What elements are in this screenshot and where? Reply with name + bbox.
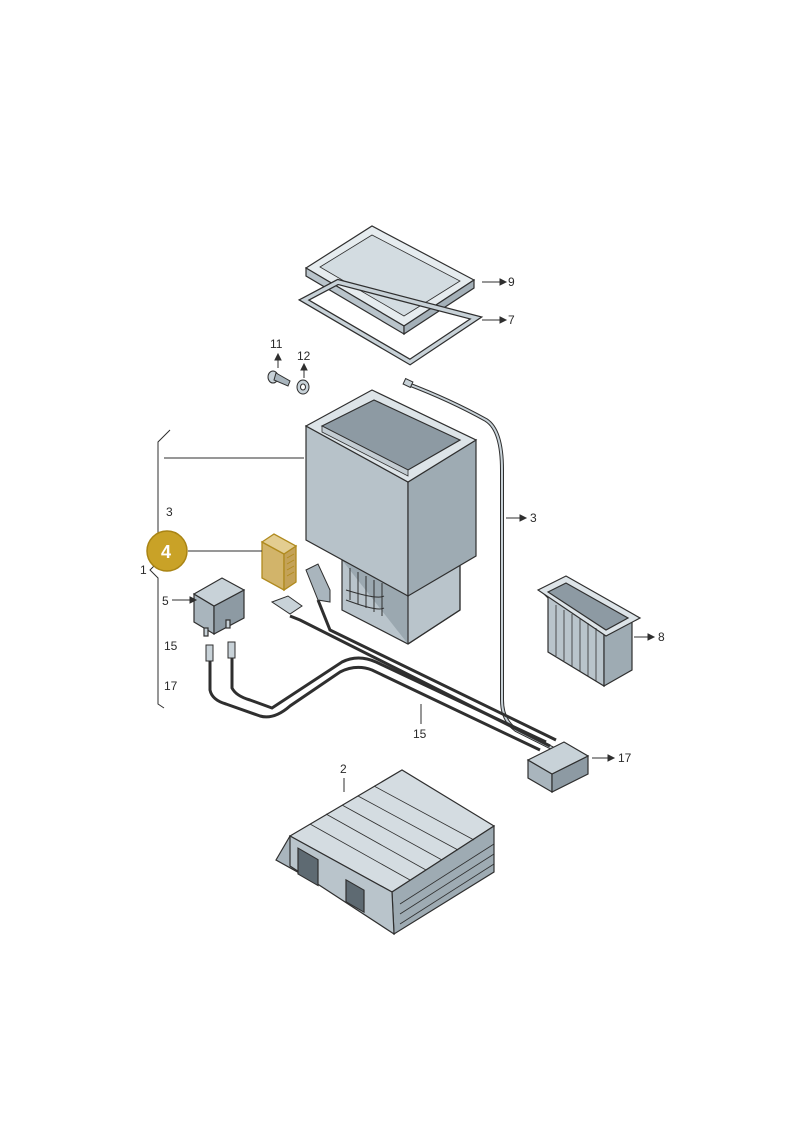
callout-17-right: 17 (618, 751, 632, 765)
callout-15-bottom: 15 (413, 727, 427, 741)
callout-17-left: 17 (164, 679, 178, 693)
callout-7: 7 (508, 313, 515, 327)
part-insert[interactable] (536, 575, 642, 688)
callout-5: 5 (162, 594, 169, 608)
part-cooling-box[interactable] (304, 389, 478, 645)
wiring-harness (208, 599, 557, 752)
part-relay[interactable] (192, 577, 246, 637)
part-screw[interactable] (267, 370, 291, 387)
callout-11: 11 (270, 337, 283, 351)
callout-12: 12 (297, 349, 311, 363)
part-control-module[interactable] (260, 533, 298, 592)
callout-1: 1 (140, 563, 147, 577)
part-converter[interactable] (275, 769, 496, 936)
leader-lines (149, 278, 656, 792)
cable-3 (402, 377, 561, 754)
part-connector[interactable] (526, 741, 590, 794)
leaders-11-12 (274, 352, 308, 378)
callout-2: 2 (340, 762, 347, 776)
callout-3-left: 3 (166, 505, 173, 519)
part-washer[interactable] (296, 379, 310, 395)
part-gasket[interactable] (297, 278, 484, 366)
callout-8: 8 (658, 630, 665, 644)
callout-15-left: 15 (164, 639, 178, 653)
wire-terminals (205, 563, 331, 662)
callout-4: 4 (161, 542, 171, 562)
highlight-callout-4[interactable] (146, 530, 188, 572)
callout-9: 9 (508, 275, 515, 289)
callout-3-right: 3 (530, 511, 537, 525)
